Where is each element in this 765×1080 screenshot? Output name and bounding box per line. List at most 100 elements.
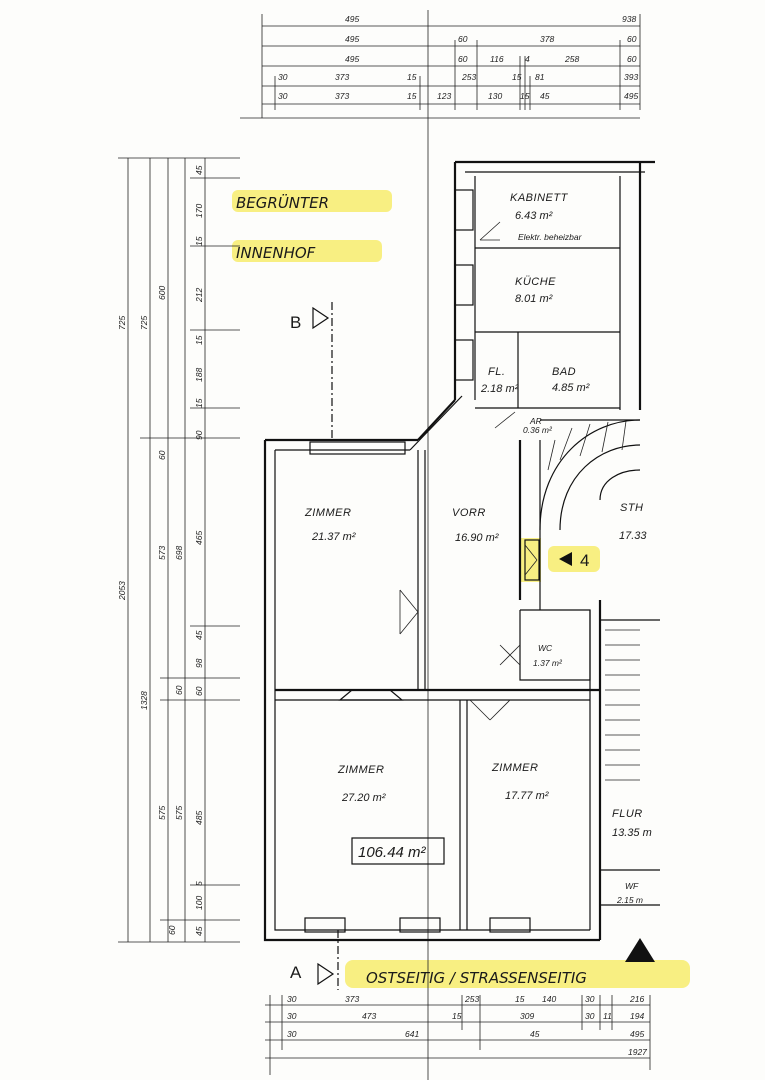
dim-left-col5-9: 465: [194, 531, 204, 545]
dim-left-col5-11: 98: [194, 658, 204, 668]
dim-left-col3-1: 600: [157, 286, 167, 300]
dim-left-col5-14: 5: [194, 881, 204, 886]
dim-bottom-1g: 216: [629, 994, 644, 1004]
room-fl-area: 2.18 m²: [480, 383, 519, 395]
section-label-a: A: [290, 963, 302, 982]
dim-left-col3-3: 575: [157, 806, 167, 820]
dim-bottom-1f: 30: [585, 994, 595, 1004]
dim-left-outer-1: 725: [117, 316, 127, 330]
section-label-b: B: [290, 313, 301, 332]
dim-bottom-3b: 641: [405, 1029, 419, 1039]
dim-top-4a: 30: [278, 72, 288, 82]
room-zimmer3-area: 17.77 m²: [505, 790, 549, 802]
street-side-label: OSTSEITIG / STRASSENSEITIG: [366, 969, 587, 987]
dim-bottom-3a: 30: [287, 1029, 297, 1039]
dim-bottom-2g: 194: [630, 1011, 644, 1021]
dim-bottom-2b: 473: [362, 1011, 376, 1021]
dim-left-col5-6: 188: [194, 368, 204, 382]
courtyard-label-1: BEGRÜNTER: [236, 193, 329, 212]
dim-left-col5-13: 485: [194, 811, 204, 825]
room-sth-name: STH: [620, 502, 644, 514]
dim-top-5g: 45: [540, 91, 550, 101]
left-dimensions: 725 2053 725 1328 600 573 575 60 698 60 …: [117, 157, 240, 943]
dim-left-col5-2: 170: [194, 204, 204, 218]
highlight-courtyard-2: [232, 240, 382, 262]
dim-top-5e: 130: [488, 91, 502, 101]
highlight-courtyard-1: [232, 190, 392, 212]
room-kabinett-note: Elektr. beheizbar: [518, 232, 583, 242]
room-zimmer3-name: ZIMMER: [491, 762, 538, 774]
room-sth-area: 17.33: [619, 530, 647, 542]
dim-left-col5-7: 15: [194, 398, 204, 408]
dim-bottom-2a: 30: [287, 1011, 297, 1021]
room-zimmer1-name: ZIMMER: [304, 507, 351, 519]
room-kabinett-name: KABINETT: [510, 192, 569, 204]
dim-left-col4-2: 698: [174, 546, 184, 560]
dim-top-4f: 81: [535, 72, 545, 82]
dim-bottom-1b: 373: [345, 994, 359, 1004]
dim-top-5d: 123: [437, 91, 451, 101]
room-vorr-name: VORR: [452, 507, 486, 519]
room-wc-area: 1.37 m²: [533, 658, 563, 668]
dim-left-col2-2: 1328: [139, 691, 149, 710]
entrance-arrow-icon: [559, 552, 572, 566]
highlight-entrance-door: [521, 538, 541, 582]
dim-bottom-1a: 30: [287, 994, 297, 1004]
room-bad-name: BAD: [552, 366, 576, 378]
dim-left-col5-10: 45: [194, 630, 204, 640]
room-kabinett-area: 6.43 m²: [515, 210, 553, 222]
section-marker-a: A: [290, 930, 339, 990]
dim-top-4d: 253: [461, 72, 476, 82]
dim-left-col5-3: 15: [194, 236, 204, 246]
top-dimensions: 495 938 495 60 378 60 495 60 116 4 258 6…: [240, 10, 641, 1080]
dim-top-1a: 495: [345, 14, 359, 24]
dim-top-1b: 938: [622, 14, 636, 24]
dim-left-col4-5: 60: [167, 925, 177, 935]
dim-left-outer-2: 2053: [117, 581, 127, 601]
dim-top-5h: 495: [624, 91, 638, 101]
room-flur-area: 13.35 m: [612, 827, 652, 839]
section-marker-b: B: [290, 302, 333, 440]
dim-top-4b: 373: [335, 72, 349, 82]
dim-left-col4-1: 60: [157, 450, 167, 460]
dim-top-5c: 15: [407, 91, 417, 101]
dim-left-col5-8: 90: [194, 430, 204, 440]
entrance-number: 4: [580, 551, 589, 570]
room-kueche-area: 8.01 m²: [515, 293, 553, 305]
room-zimmer1-area: 21.37 m²: [311, 531, 356, 543]
room-ar-name: AR: [529, 416, 542, 426]
room-kueche-name: KÜCHE: [515, 276, 556, 288]
dim-top-2b: 60: [458, 34, 468, 44]
dim-top-3d: 4: [525, 54, 530, 64]
dim-left-col5-16: 45: [194, 926, 204, 936]
room-wc-name: WC: [538, 643, 553, 653]
dim-top-3e: 258: [564, 54, 579, 64]
dim-top-2a: 495: [345, 34, 359, 44]
dim-bottom-3c: 45: [530, 1029, 540, 1039]
dim-left-col5-5: 15: [194, 335, 204, 345]
dim-bottom-3d: 495: [630, 1029, 644, 1039]
room-flur-name: FLUR: [612, 808, 643, 820]
bottom-dimensions: 30 373 253 15 140 30 216 30 473 15 309 3…: [265, 994, 651, 1075]
total-area-value: 106.44 m²: [358, 844, 427, 861]
dim-top-5a: 30: [278, 91, 288, 101]
dim-top-3a: 495: [345, 54, 359, 64]
north-arrow-icon: [625, 938, 655, 962]
room-labels: KABINETT 6.43 m² Elektr. beheizbar KÜCHE…: [304, 192, 652, 905]
dim-left-col3-2: 573: [157, 546, 167, 560]
dim-bottom-2f: 11: [603, 1011, 612, 1021]
dim-top-4g: 393: [624, 72, 638, 82]
room-zimmer2-area: 27.20 m²: [341, 792, 386, 804]
dim-top-4c: 15: [407, 72, 417, 82]
dim-bottom-2d: 309: [520, 1011, 534, 1021]
room-ar-area: 0.36 m²: [523, 425, 553, 435]
dim-bottom-1e: 140: [542, 994, 556, 1004]
room-wf-area: 2.15 m: [616, 895, 643, 905]
dim-top-5f: 15: [520, 91, 530, 101]
dim-bottom-4a: 1927: [628, 1047, 647, 1057]
room-zimmer2-name: ZIMMER: [337, 764, 384, 776]
dim-top-5b: 373: [335, 91, 349, 101]
room-wf-name: WF: [625, 881, 639, 891]
